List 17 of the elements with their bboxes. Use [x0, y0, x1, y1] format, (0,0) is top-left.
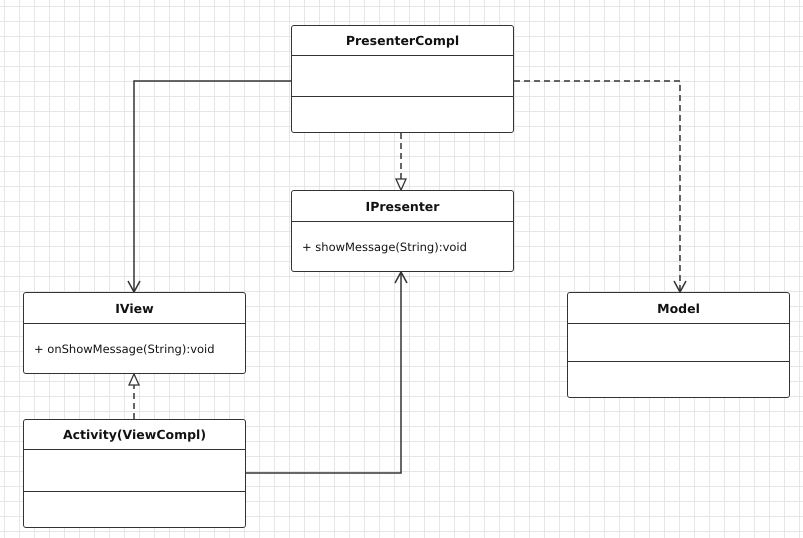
method-signature: + onShowMessage(String):void [34, 342, 215, 356]
class-box [291, 25, 514, 133]
arrow [127, 80, 291, 293]
class-box [567, 292, 790, 398]
class-name: IView [115, 300, 154, 316]
dashed-arrow [128, 373, 140, 419]
class-name: IPresenter [366, 198, 440, 214]
class-box [23, 419, 246, 528]
class-name: PresenterCompl [346, 33, 460, 48]
class-name: Model [657, 300, 700, 316]
class-box [291, 190, 514, 272]
dashed-arrow [395, 133, 407, 191]
arrow [246, 271, 408, 474]
dashed-arrow [514, 80, 687, 293]
class-box [23, 292, 246, 374]
class-name: Activity(ViewCompl) [62, 427, 206, 442]
method-signature: + showMessage(String):void [302, 240, 467, 254]
